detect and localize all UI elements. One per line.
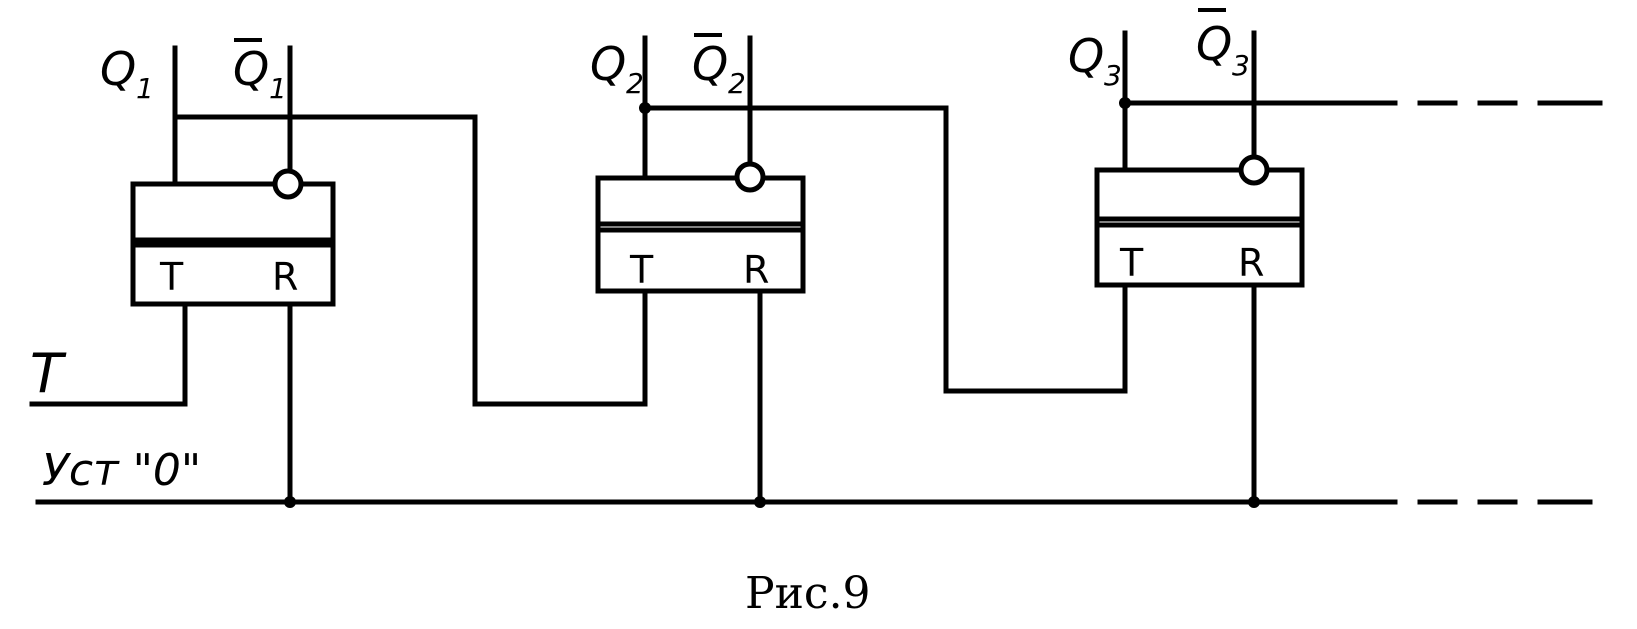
q2-label-main: Q: [590, 37, 626, 91]
flipflop-3-pin-t: T: [1119, 241, 1144, 285]
junction-reset-1: [284, 496, 296, 508]
q3-label-main: Q: [1068, 29, 1104, 83]
q3-label: Q 3: [1068, 29, 1122, 92]
q1bar-label-main: Q: [233, 42, 269, 96]
q3bar-label-main: Q: [1196, 17, 1232, 71]
flipflop-1-pin-r: R: [272, 255, 298, 299]
figure-caption: Рис.9: [745, 568, 871, 619]
flipflop-3: T R: [1094, 154, 1305, 288]
junction-q3: [1119, 97, 1131, 109]
q1bar-label-subscript: 1: [269, 72, 287, 105]
q3-label-subscript: 3: [1104, 59, 1122, 92]
q3bar-label-subscript: 3: [1232, 49, 1250, 82]
q1-label-main: Q: [100, 42, 136, 96]
flipflop-2-body: [595, 175, 806, 294]
q1bar-label: Q 1: [233, 38, 287, 105]
q2bar-label-subscript: 2: [728, 67, 746, 100]
flipflop-2-pin-t: T: [629, 248, 654, 292]
clock-input-wire: [29, 301, 188, 407]
q2-label: Q 2: [590, 37, 644, 100]
q2bar-label-main: Q: [692, 37, 728, 91]
flipflop-2-pin-r: R: [743, 248, 769, 292]
junction-reset-3: [1248, 496, 1260, 508]
flipflop-1-inversion-bubble: [272, 168, 304, 200]
q2-label-subscript: 2: [626, 67, 644, 100]
q2-to-t3-wire: [642, 105, 1128, 394]
clock-input-label: T: [30, 342, 67, 405]
q2bar-label: Q 2: [692, 33, 746, 100]
flipflop-3-inversion-bubble: [1238, 154, 1270, 186]
reset-input-label: Уст "0": [42, 445, 201, 496]
flipflop-2: T R: [595, 161, 806, 294]
flipflop-2-inversion-bubble: [734, 161, 766, 193]
q1-label-subscript: 1: [136, 72, 154, 105]
q1-to-t2-wire: [172, 114, 648, 407]
q3bar-label: Q 3: [1196, 8, 1250, 82]
junction-reset-2: [754, 496, 766, 508]
junction-q2: [639, 102, 651, 114]
flipflop-1: T R: [130, 168, 336, 307]
q1-label: Q 1: [100, 42, 154, 105]
flipflop-1-pin-t: T: [159, 255, 184, 299]
flipflop-3-pin-r: R: [1238, 241, 1264, 285]
